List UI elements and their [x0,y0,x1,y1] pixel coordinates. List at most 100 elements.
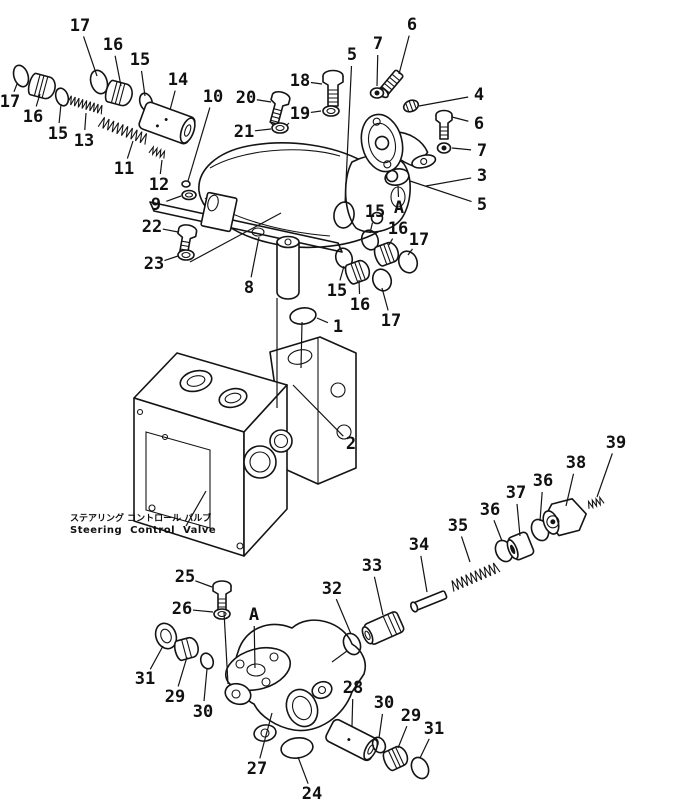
callout-2: 2 [346,434,356,454]
callout-36: 36 [533,471,553,491]
leader-line [539,491,543,522]
bolt-18 [322,69,344,107]
callout-15: 15 [48,124,68,144]
leader-line [177,656,188,687]
callout-5: 5 [347,45,357,65]
leader-line [451,147,472,151]
top-hardware [177,69,453,261]
callout-39: 39 [606,433,626,453]
leader-line [378,713,384,739]
leader-line [397,185,400,198]
leader-line [565,473,575,507]
connector-line [185,490,207,527]
upper-valve-housing [149,142,411,300]
leader-line [596,453,613,498]
callout-36: 36 [480,500,500,520]
leader-line [409,180,472,203]
screw-4 [402,99,420,113]
o-ring-1 [289,307,317,325]
plug-16b [344,259,371,285]
leader-line [256,99,272,103]
leader-line [373,576,384,616]
leader-line [344,65,353,204]
plug-16a [373,241,400,267]
leader-line [398,35,410,75]
leader-line [259,712,273,759]
leader-line [114,55,122,87]
leader-line [316,317,329,324]
leader-line [388,238,394,246]
callout-31: 31 [424,719,444,739]
spool-parts-chain [12,64,196,188]
leader-line [381,287,389,311]
callout-34: 34 [409,535,429,555]
o-ring-a [384,167,410,187]
callout-17: 17 [70,16,90,36]
callout-16: 16 [350,295,370,315]
nut-7b [436,142,452,154]
callout-24: 24 [302,784,322,800]
callout-1: 1 [333,317,343,337]
leader-line [82,36,98,77]
connector-line [300,321,303,369]
callout-17: 17 [409,230,429,250]
callout-6: 6 [474,114,484,134]
callout-16: 16 [388,219,408,239]
bolt-20 [269,90,291,126]
callout-29: 29 [165,687,185,707]
leader-line [516,503,521,537]
rail-bracket [200,191,238,233]
nut-19 [322,105,340,117]
callout-16: 16 [23,107,43,127]
callout-15: 15 [327,281,347,301]
leader-line [369,222,374,234]
leader-line [335,598,352,635]
connector-line [223,611,229,685]
leader-line [297,756,309,784]
callout-26: 26 [172,599,192,619]
callout-11: 11 [114,159,134,179]
callout-22: 22 [142,217,162,237]
nut-38 [542,498,587,537]
nut-9 [181,189,197,201]
callout-35: 35 [448,516,468,536]
callout-38: 38 [566,453,586,473]
leader-line [149,645,164,670]
elbow-flange-3 [360,113,437,173]
leader-line [351,698,354,727]
steering-valve-block [133,336,357,557]
callout-30: 30 [374,693,394,713]
valve-label-en: Steering Control Valve [70,525,216,536]
spring-12 [148,145,166,159]
leader-line [203,668,208,702]
spring-11 [97,116,148,145]
callout-27: 27 [247,759,267,779]
callout-9: 9 [151,195,161,215]
spring-35 [451,562,501,592]
seal-31 [154,622,178,650]
leader-line [339,265,345,281]
leader-line [407,248,413,256]
spring-13 [66,95,103,115]
leader-line [126,140,134,159]
valve-label-jp: ステアリング コントロール バルブ [70,512,211,524]
callout-14: 14 [168,70,188,90]
leader-line [418,96,469,107]
pin-34 [410,590,448,613]
plug-33 [361,611,405,645]
callout-13: 13 [74,131,94,151]
callout-21: 21 [234,122,254,142]
callout-32: 32 [322,579,342,599]
leader-line [192,609,214,613]
leader-line [162,228,179,233]
callout-19: 19 [290,104,310,124]
leader-line [376,54,379,87]
seat-37 [506,531,535,561]
leader-line [35,93,41,107]
callout-17: 17 [381,311,401,331]
leader-line [159,159,163,175]
callout-12: 12 [149,175,169,195]
callout-8: 8 [244,278,254,298]
